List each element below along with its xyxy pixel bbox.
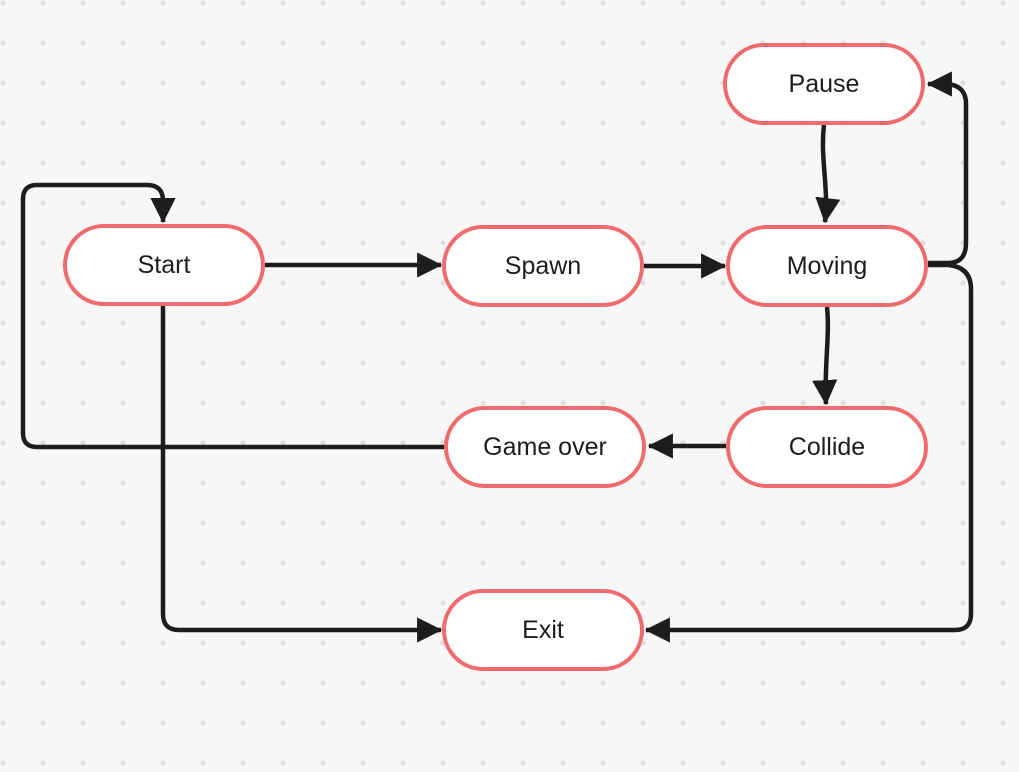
edge-pause-moving[interactable] [815, 124, 841, 224]
edge-moving-exit[interactable] [644, 262, 974, 643]
node-exit[interactable]: Exit [442, 589, 644, 671]
node-moving-label: Moving [786, 251, 868, 280]
node-moving[interactable]: Moving [726, 225, 928, 307]
node-start[interactable]: Start [63, 224, 265, 306]
edge-game-over-start[interactable] [20, 182, 444, 450]
node-game-over-label: Game over [483, 432, 607, 461]
node-exit-label: Exit [522, 615, 564, 644]
node-spawn-label: Spawn [504, 251, 582, 280]
edge-moving-collide[interactable] [812, 306, 838, 406]
node-collide-label: Collide [788, 432, 866, 461]
edge-moving-pause[interactable] [926, 71, 969, 266]
node-collide[interactable]: Collide [726, 406, 928, 488]
node-pause-label: Pause [788, 69, 860, 98]
node-spawn[interactable]: Spawn [442, 225, 644, 307]
node-pause[interactable]: Pause [723, 43, 925, 125]
node-start-label: Start [137, 250, 191, 279]
node-game-over[interactable]: Game over [444, 406, 646, 488]
edge-start-exit[interactable] [160, 306, 443, 643]
